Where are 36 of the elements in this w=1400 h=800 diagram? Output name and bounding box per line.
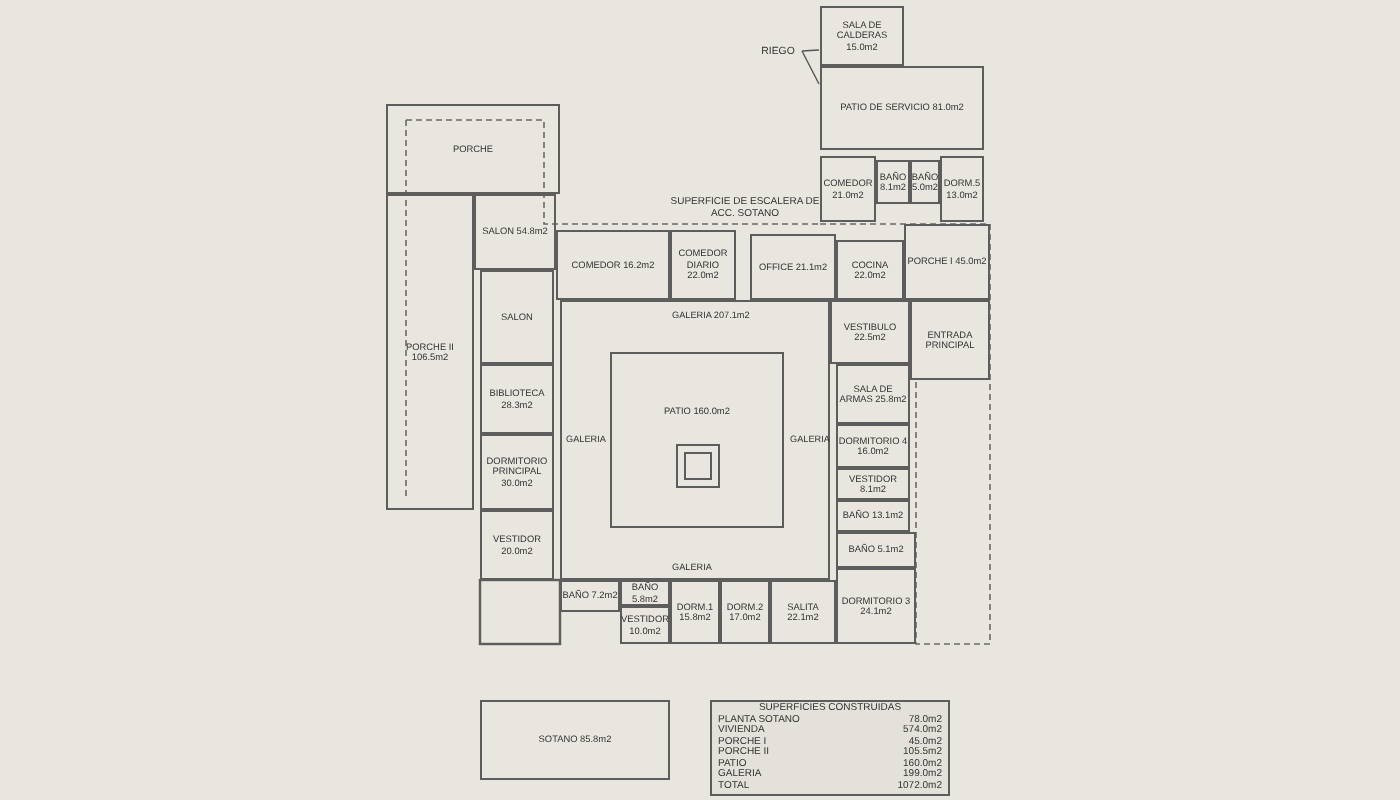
room-outline	[480, 700, 670, 780]
room-outline	[820, 66, 984, 150]
room-outline	[876, 160, 910, 204]
leader-line	[801, 49, 820, 52]
room-outline	[836, 364, 910, 424]
room-outline	[556, 230, 670, 300]
room-outline	[670, 580, 720, 644]
room-outline	[836, 500, 910, 532]
room-outline	[940, 156, 984, 222]
room-outline	[820, 156, 876, 222]
room-outline	[904, 224, 990, 300]
room-outline	[910, 160, 940, 204]
room-outline	[670, 230, 736, 300]
gallery-outline	[560, 300, 830, 580]
room-outline	[836, 532, 916, 568]
room-outline	[480, 434, 554, 510]
room-outline	[480, 510, 554, 580]
room-outline	[836, 240, 904, 300]
room-outline	[386, 194, 474, 510]
room-outline	[560, 580, 620, 612]
room-outline	[480, 270, 554, 364]
room-outline	[770, 580, 836, 644]
room-outline	[720, 580, 770, 644]
room-outline	[836, 568, 916, 644]
room-outline	[480, 364, 554, 434]
room-outline	[910, 300, 990, 380]
room-outline	[820, 6, 904, 66]
room-outline	[836, 468, 910, 500]
room-outline	[474, 194, 556, 270]
courtyard-outline	[610, 352, 784, 528]
room-outline	[750, 234, 836, 300]
room-outline	[830, 300, 910, 364]
leader-line	[801, 50, 820, 85]
room-outline	[386, 104, 560, 194]
room-outline	[836, 424, 910, 468]
room-outline	[620, 580, 670, 606]
